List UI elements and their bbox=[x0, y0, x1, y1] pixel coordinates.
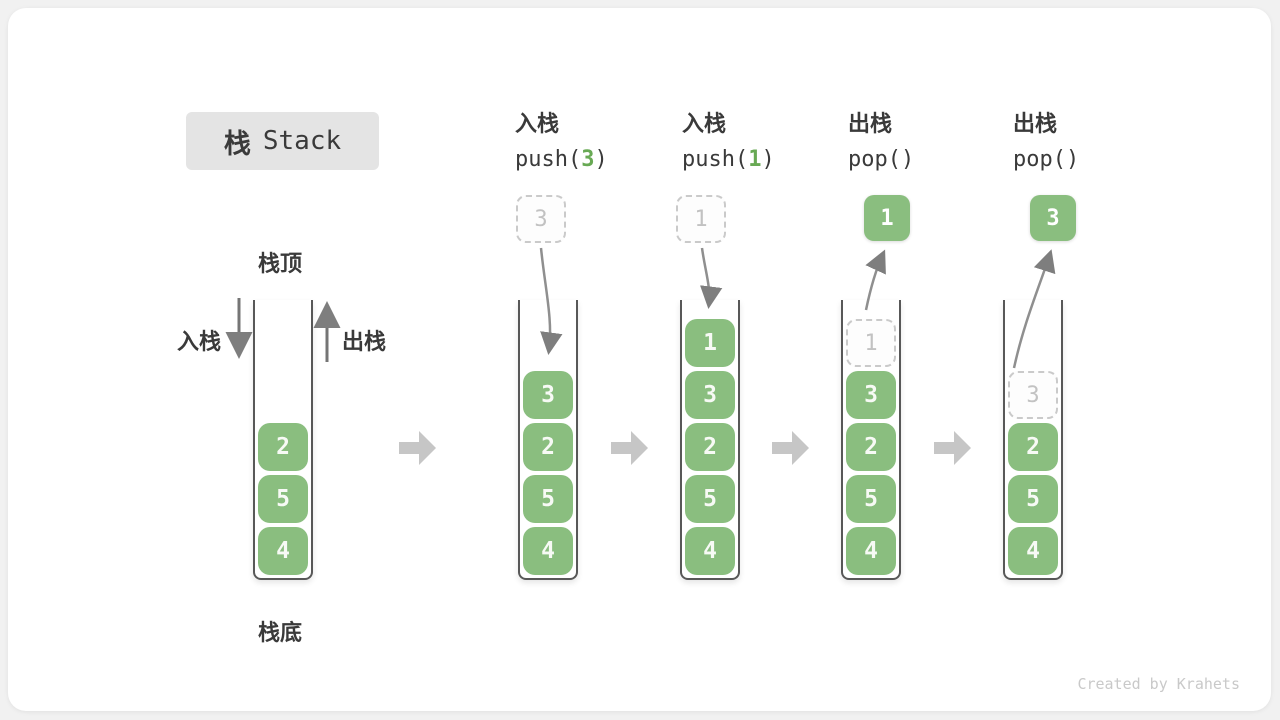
op-code-post: ) bbox=[594, 147, 608, 172]
stack-cell: 2 bbox=[846, 423, 896, 471]
op-label-zh: 出栈 bbox=[1013, 111, 1058, 136]
stack-cell: 2 bbox=[685, 423, 735, 471]
ghost-cell: 1 bbox=[846, 319, 896, 367]
credit-text: Created by Krahets bbox=[1077, 675, 1240, 693]
op-label-code: pop() bbox=[848, 142, 914, 178]
op-code-pre: pop() bbox=[848, 147, 915, 172]
op-code-arg: 1 bbox=[748, 147, 762, 172]
stack-cell: 2 bbox=[523, 423, 573, 471]
stack-bottom-label: 栈底 bbox=[258, 620, 303, 645]
op-label-code: push(1) bbox=[682, 142, 775, 178]
stack-cell: 5 bbox=[685, 475, 735, 523]
stack-container bbox=[518, 300, 578, 580]
stack-cell: 2 bbox=[258, 423, 308, 471]
stack-container bbox=[841, 300, 901, 580]
floating-value-box: 1 bbox=[676, 195, 726, 243]
stack-container bbox=[680, 300, 740, 580]
op-code-pre: push( bbox=[682, 147, 749, 172]
title-en: Stack bbox=[262, 126, 342, 156]
stack-cell: 5 bbox=[523, 475, 573, 523]
op-label-code: push(3) bbox=[515, 142, 608, 178]
floating-value-box: 3 bbox=[516, 195, 566, 243]
title-badge: 栈 Stack bbox=[186, 112, 379, 170]
stack-container bbox=[1003, 300, 1063, 580]
op-code-pre: pop() bbox=[1013, 147, 1080, 172]
stack-cell: 2 bbox=[1008, 423, 1058, 471]
pop-arrow-label: 出栈 bbox=[342, 329, 387, 354]
floating-value-box: 3 bbox=[1030, 195, 1076, 241]
op-label-block: 出栈 pop() bbox=[1013, 106, 1079, 178]
floating-value-box: 1 bbox=[864, 195, 910, 241]
ghost-cell: 3 bbox=[1008, 371, 1058, 419]
stack-cell: 4 bbox=[523, 527, 573, 575]
stack-top-label: 栈顶 bbox=[258, 251, 303, 276]
op-label-code: pop() bbox=[1013, 142, 1079, 178]
stack-cell: 5 bbox=[846, 475, 896, 523]
op-label-zh: 出栈 bbox=[848, 111, 893, 136]
stack-cell: 3 bbox=[846, 371, 896, 419]
stack-cell: 5 bbox=[258, 475, 308, 523]
stack-cell: 3 bbox=[523, 371, 573, 419]
stack-container bbox=[253, 300, 313, 580]
stack-cell: 1 bbox=[685, 319, 735, 367]
op-code-pre: push( bbox=[515, 147, 582, 172]
stack-cell: 4 bbox=[846, 527, 896, 575]
op-label-block: 出栈 pop() bbox=[848, 106, 914, 178]
op-label-zh: 入栈 bbox=[515, 111, 560, 136]
op-label-block: 入栈 push(3) bbox=[515, 106, 608, 178]
op-code-post: ) bbox=[761, 147, 775, 172]
stack-cell: 4 bbox=[258, 527, 308, 575]
push-arrow-label: 入栈 bbox=[177, 329, 222, 354]
op-label-block: 入栈 push(1) bbox=[682, 106, 775, 178]
stack-cell: 5 bbox=[1008, 475, 1058, 523]
op-label-zh: 入栈 bbox=[682, 111, 727, 136]
stack-cell: 3 bbox=[685, 371, 735, 419]
title-zh: 栈 bbox=[223, 128, 251, 159]
stack-cell: 4 bbox=[685, 527, 735, 575]
stack-cell: 4 bbox=[1008, 527, 1058, 575]
op-code-arg: 3 bbox=[581, 147, 595, 172]
